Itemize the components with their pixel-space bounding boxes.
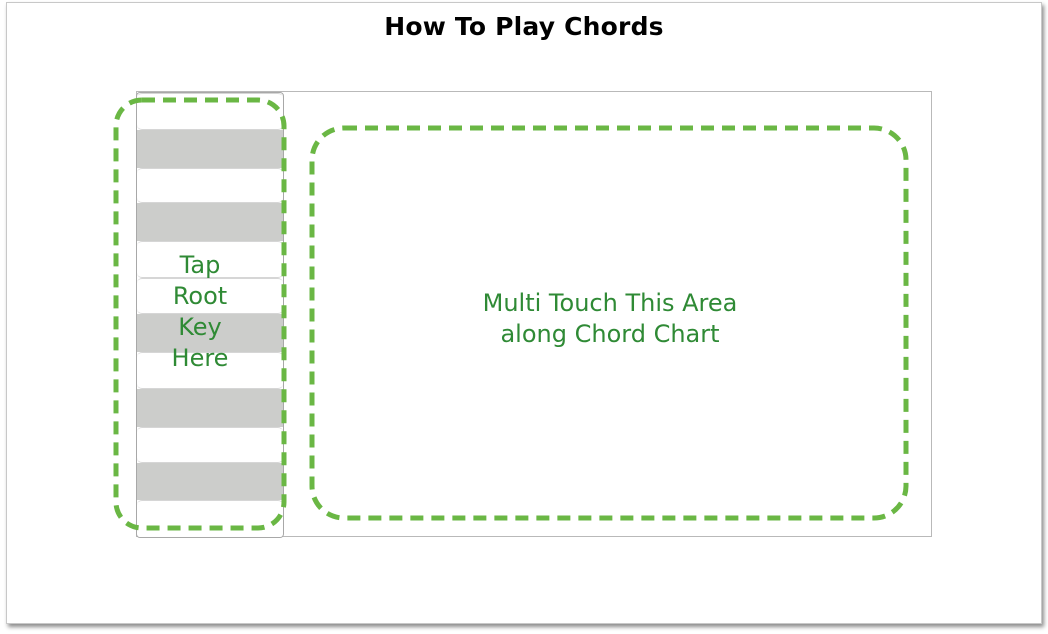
black-key[interactable] bbox=[137, 130, 283, 168]
page-title: How To Play Chords bbox=[384, 12, 664, 41]
white-key[interactable] bbox=[137, 168, 283, 203]
black-key[interactable] bbox=[137, 314, 283, 352]
touch-area-instruction: Multi Touch This Area along Chord Chart bbox=[482, 289, 738, 348]
white-key[interactable] bbox=[137, 427, 283, 463]
root-key-strip[interactable] bbox=[136, 92, 284, 538]
black-key[interactable] bbox=[137, 463, 283, 500]
white-key[interactable] bbox=[137, 500, 283, 537]
touch-area-highlight bbox=[309, 125, 909, 521]
white-key[interactable] bbox=[137, 241, 283, 278]
white-key[interactable] bbox=[137, 278, 283, 314]
root-key-highlight bbox=[113, 97, 287, 531]
black-key[interactable] bbox=[137, 203, 283, 241]
root-key-instruction: Tap Root Key Here bbox=[171, 251, 229, 372]
black-key[interactable] bbox=[137, 389, 283, 427]
white-key[interactable] bbox=[137, 352, 283, 389]
